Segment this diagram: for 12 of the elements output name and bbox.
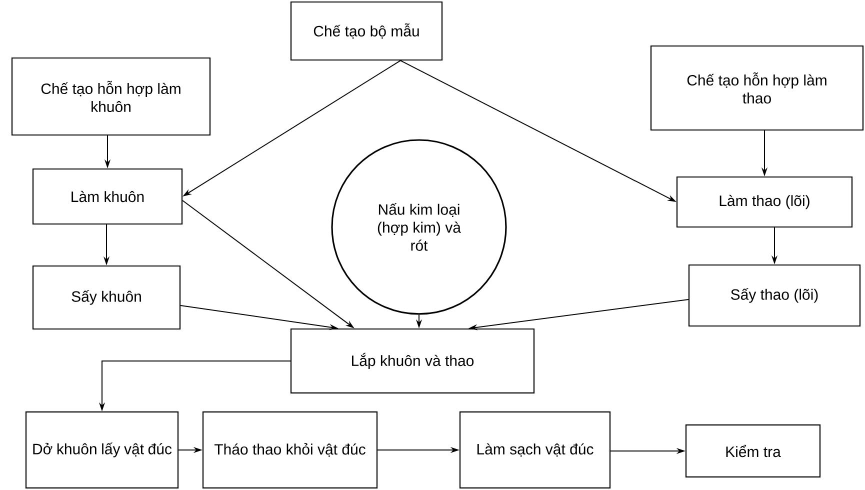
process-box: Làm sạch vật đúc [459,411,611,489]
process-box: Lắp khuôn và thao [290,328,535,394]
process-box: Chế tạo bộ mẫu [290,1,443,61]
process-box: Tháo thao khỏi vật đúc [202,411,378,489]
process-box: Chế tạo hỗn hợp làm khuôn [11,57,211,136]
process-box: Sấy thao (lõi) [688,264,861,327]
process-box: Làm khuôn [32,168,183,225]
process-box: Dở khuôn lấy vật đúc [25,411,179,489]
process-box: Làm thao (lõi) [676,176,853,228]
process-box: Sấy khuôn [32,265,181,330]
process-box: Chế tạo hỗn hợp làm thao [650,45,864,131]
process-box: Kiểm tra [685,424,821,478]
